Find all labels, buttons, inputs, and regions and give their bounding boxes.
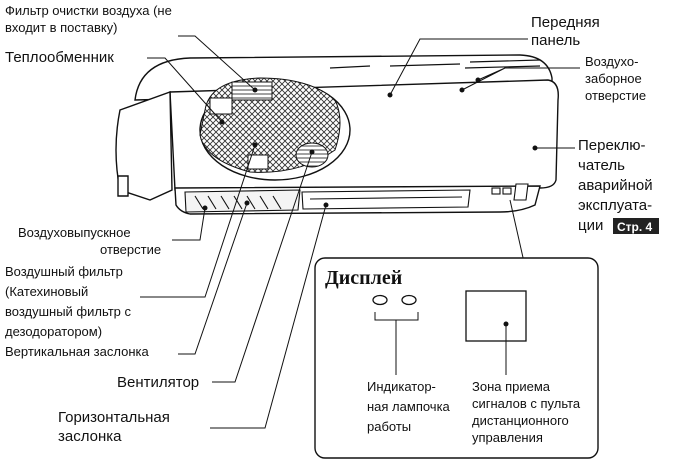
page-ref-badge: [613, 218, 659, 234]
inner-panel-a: [209, 97, 233, 115]
indicator-lamp-left: [372, 294, 388, 306]
indicator-label-2: ная лампочка: [367, 399, 451, 414]
leader-horizontal-louver: [210, 204, 327, 429]
emergency-label-5: ции: [578, 217, 603, 234]
emergency-label-3: аварийной: [578, 177, 653, 194]
receiver-window: [465, 290, 527, 342]
leader-front-panel: [389, 38, 528, 96]
indicator-lamp-right: [401, 294, 417, 306]
filter-grille: [231, 81, 273, 101]
receiver-label-4: управления: [472, 430, 543, 445]
air-filter-label-4: дезодоратором): [5, 324, 102, 339]
leader-intake: [461, 67, 580, 91]
front-panel-label-1: Передняя: [531, 14, 600, 31]
display-callout-box: [314, 257, 599, 459]
leader-display: [509, 199, 525, 263]
front-panel-label-2: панель: [531, 32, 580, 49]
fan-label: Вентилятор: [117, 374, 199, 391]
top-intake-slots: [329, 59, 541, 69]
unit-end-cap: [117, 175, 129, 197]
leader-air-filter-top: [178, 35, 256, 91]
air-filter-label-1: Воздушный фильтр: [5, 264, 123, 279]
leader-fan: [212, 151, 313, 383]
leader-lines: [140, 35, 580, 429]
receiver-label-2: сигналов с пульта: [472, 396, 581, 411]
air-outlet-label-1: Воздуховыпускное: [18, 225, 131, 240]
air-intake-label-3: отверстие: [585, 88, 646, 103]
vertical-louver-label: Вертикальная заслонка: [5, 344, 149, 359]
heat-exchanger-label: Теплообменник: [5, 49, 114, 66]
air-intake-label-2: заборное: [585, 71, 642, 86]
unit-display-window: [491, 183, 529, 201]
labels: Фильтр очистки воздуха (не входит в пост…: [5, 3, 659, 445]
leader-vertical-louver: [178, 202, 248, 355]
fan-cylinder: [295, 142, 329, 168]
receiver-label-3: дистанционного: [472, 413, 569, 428]
receiver-label-1: Зона приема: [472, 379, 551, 394]
indicator-label-3: работы: [367, 419, 411, 434]
inner-panel-b: [247, 154, 269, 170]
emergency-label-2: чатель: [578, 157, 625, 174]
horizontal-louver-label-1: Горизонтальная: [58, 409, 170, 426]
emergency-label-4: эксплуата-: [578, 197, 652, 214]
cutaway-view: [199, 77, 351, 181]
air-outlet-label-2: отверстие: [100, 242, 161, 257]
air-filter-top-label-1: Фильтр очистки воздуха (не: [5, 3, 172, 18]
leader-heat-exchanger: [147, 57, 223, 123]
air-filter-top-label-2: входит в поставку): [5, 20, 118, 35]
outlet-louvers: [184, 189, 471, 213]
leader-air-filter: [140, 144, 256, 298]
air-filter-label-2: (Катехиновый: [5, 284, 88, 299]
display-callout: Дисплей Индикатор- ная лампочка работы З…: [314, 257, 599, 459]
horizontal-louver-label-2: заслонка: [58, 428, 122, 445]
unit-left-side: [115, 91, 173, 201]
air-filter-label-3: воздушный фильтр с: [5, 304, 132, 319]
indicator-label-1: Индикатор-: [367, 379, 436, 394]
air-intake-label-1: Воздухо-: [585, 54, 638, 69]
leader-air-outlet: [172, 207, 206, 241]
indicator-bracket: [374, 312, 419, 375]
page-ref-text: Стр. 4: [617, 220, 653, 234]
emergency-label-1: Переклю-: [578, 137, 646, 154]
display-title: Дисплей: [325, 267, 402, 289]
